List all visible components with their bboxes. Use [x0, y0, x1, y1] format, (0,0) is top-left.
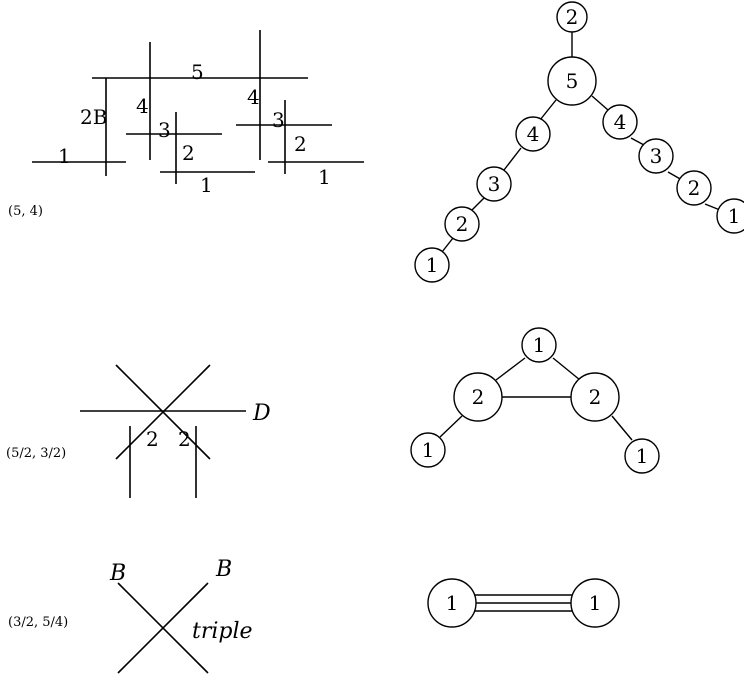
node-label: 2 [456, 212, 469, 236]
graph-node [556, 1, 588, 33]
graph-edge [471, 197, 485, 211]
graph-node [624, 438, 660, 474]
graph-node [453, 372, 503, 422]
curve-line [117, 582, 209, 674]
dual-graph-5-4: 2 5 4 3 2 1 4 3 2 1 [414, 1, 744, 283]
curve-label: 5 [191, 60, 204, 84]
graph-edge [439, 415, 463, 438]
curve-configuration-5-2-3-2: 2 2 D [80, 364, 271, 498]
curve-label: 2 [146, 427, 159, 451]
graph-edge [503, 147, 522, 171]
graph-node [476, 166, 512, 202]
graph-node [638, 138, 674, 174]
node-label: 4 [614, 110, 627, 134]
graph-edge [495, 357, 526, 381]
node-label: 2 [589, 385, 602, 409]
node-label: 4 [527, 122, 540, 146]
node-label: 1 [446, 591, 459, 615]
pair-label: (3/2, 5/4) [8, 615, 68, 630]
graph-edge [441, 237, 454, 253]
curve-tag: B [215, 557, 232, 582]
node-label: 1 [728, 204, 741, 228]
curve-label: 2 [182, 141, 195, 165]
curve-label: 3 [158, 118, 171, 142]
graph-edge [704, 203, 721, 211]
node-label: 2 [566, 5, 579, 29]
curve-configuration-5-4: 1 2B 4 5 3 2 1 4 3 2 1 [32, 30, 364, 197]
node-label: 1 [533, 333, 546, 357]
graph-node [444, 206, 480, 242]
graph-node [570, 578, 620, 628]
curve-configuration-3-2-5-4: B B triple [109, 557, 253, 674]
graph-node [602, 104, 638, 140]
node-label: 3 [488, 172, 501, 196]
curve-label: 2B [80, 105, 107, 129]
pair-label: (5, 4) [8, 204, 43, 219]
graph-node [414, 247, 450, 283]
curve-tag: triple [192, 619, 253, 644]
graph-node [427, 578, 477, 628]
curve-tag: D [252, 401, 271, 426]
graph-node [521, 327, 557, 363]
curve-label: 1 [200, 173, 213, 197]
graph-edge [630, 137, 645, 146]
graph-node [676, 170, 712, 206]
graph-node [570, 372, 620, 422]
graph-node [515, 116, 551, 152]
node-label: 2 [688, 176, 701, 200]
graph-node [410, 432, 446, 468]
dual-graph-5-2-3-2: 1 2 2 1 1 [410, 327, 660, 474]
node-label: 1 [636, 444, 649, 468]
curve-label: 4 [247, 85, 260, 109]
node-label: 1 [426, 253, 439, 277]
node-label: 5 [566, 69, 579, 93]
dual-graph-3-2-5-4: 1 1 [427, 578, 620, 628]
node-label: 1 [589, 591, 602, 615]
graph-edge [591, 95, 609, 111]
node-label: 2 [472, 385, 485, 409]
curve-label: 3 [272, 108, 285, 132]
curve-label: 2 [178, 427, 191, 451]
graph-node [716, 198, 744, 234]
curve-label: 1 [58, 144, 71, 168]
pair-label: (5/2, 3/2) [6, 446, 66, 461]
graph-edge [552, 357, 581, 381]
node-label: 1 [422, 438, 435, 462]
curve-label: 1 [318, 165, 331, 189]
graph-node [547, 56, 597, 106]
curve-label: 2 [294, 132, 307, 156]
graph-edge [611, 415, 633, 441]
curve-label: 4 [136, 94, 149, 118]
node-label: 3 [650, 144, 663, 168]
curve-line [115, 364, 211, 460]
graph-edge [539, 99, 557, 121]
curve-tag: B [109, 561, 126, 586]
